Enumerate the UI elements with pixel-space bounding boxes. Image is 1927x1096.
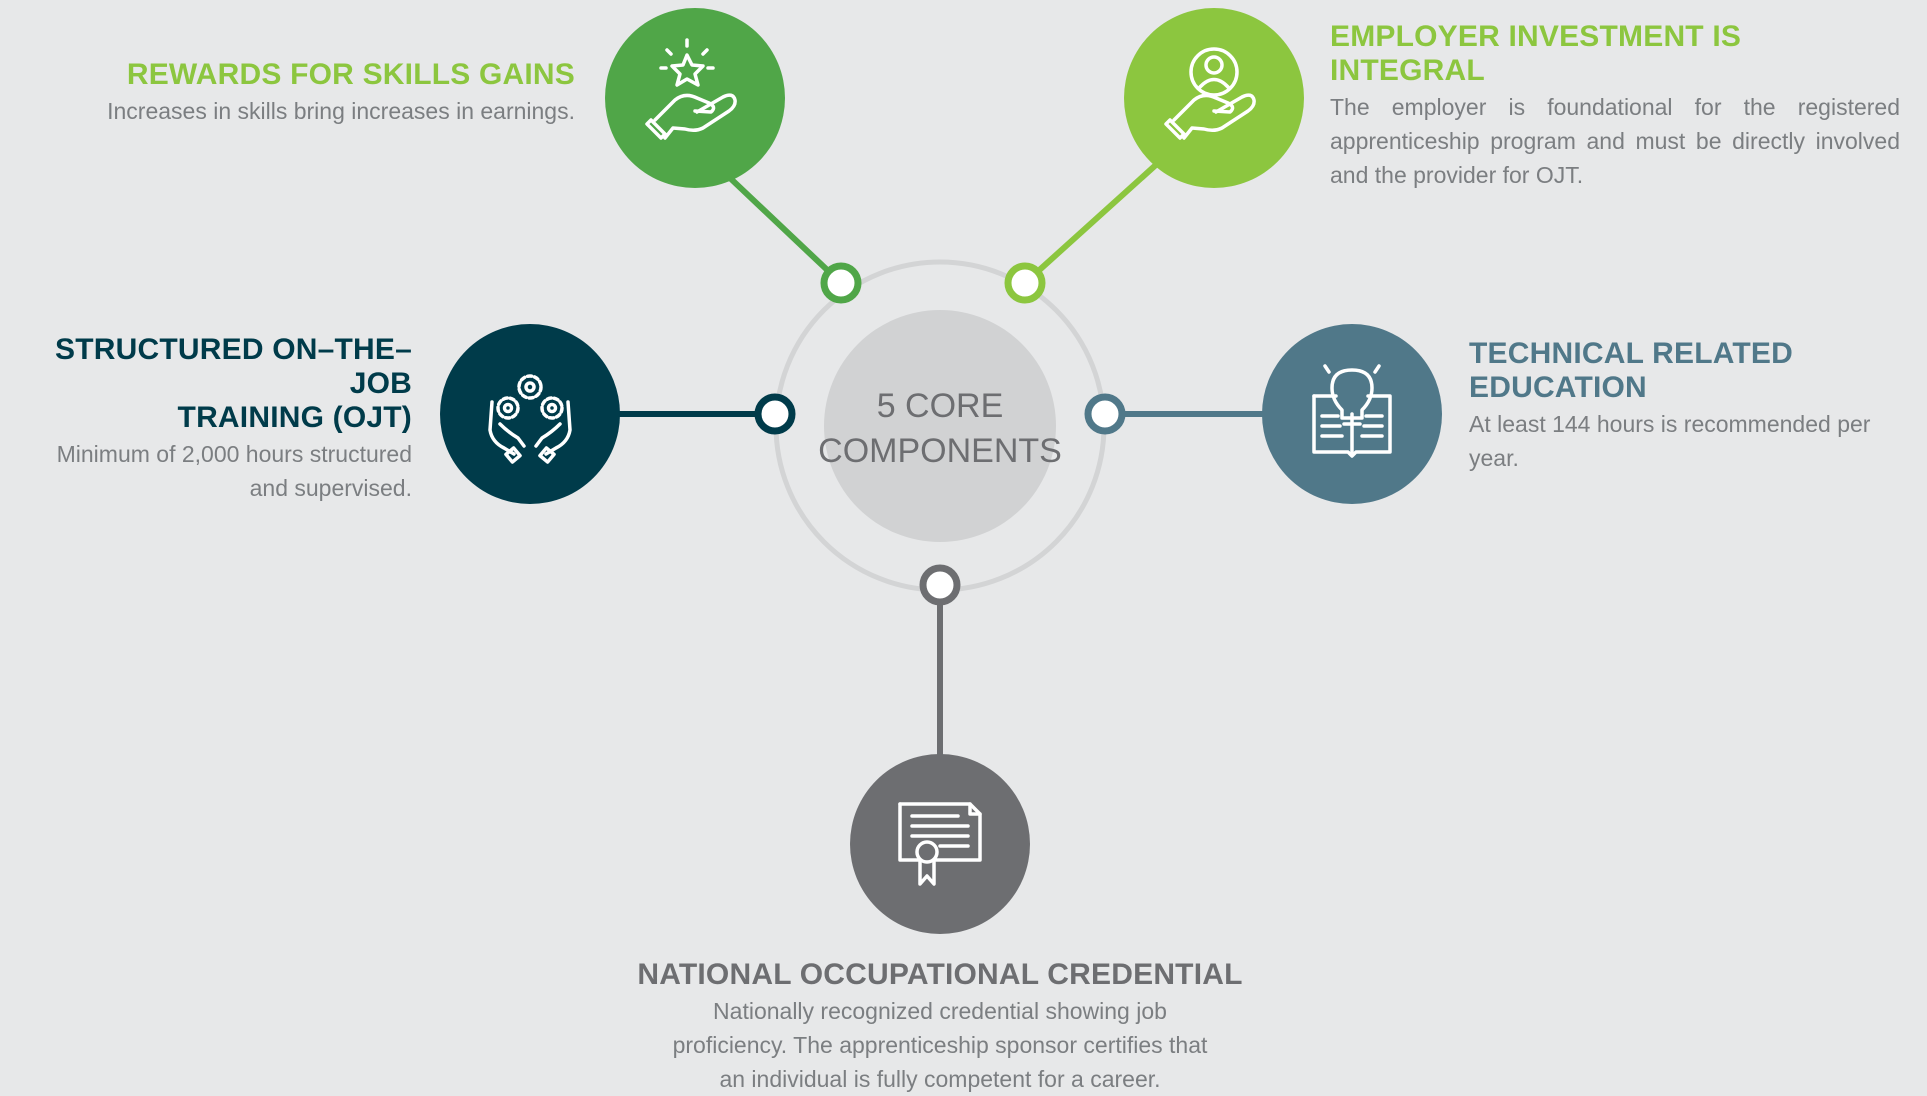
hand-star-icon [645,38,737,140]
node-employer [1004,262,1046,304]
ojt-title-line2: TRAINING (OJT) [177,401,412,434]
employer-text-block: EMPLOYER INVESTMENT IS INTEGRAL The empl… [1330,20,1900,192]
center-disc [824,310,1056,542]
node-ojt [754,393,796,435]
technical-title-line1: TECHNICAL RELATED [1469,337,1793,370]
ojt-description-line1: Minimum of 2,000 hours structured [56,441,412,467]
credential-description-line2: proficiency. The apprenticeship sponsor … [672,1032,1208,1058]
node-credential [919,564,961,606]
rewards-description: Increases in skills bring increases in e… [107,98,575,124]
circle-credential [850,754,1030,934]
credential-text-block: NATIONAL OCCUPATIONAL CREDENTIAL Nationa… [600,958,1280,1096]
center-label-line2: COMPONENTS [818,432,1062,470]
circle-ojt [440,324,620,504]
credential-description-line3: an individual is fully competent for a c… [719,1066,1161,1092]
node-technical [1084,393,1126,435]
node-rewards [820,262,862,304]
employer-title: EMPLOYER INVESTMENT IS INTEGRAL [1330,20,1742,87]
technical-text-block: TECHNICAL RELATED EDUCATION At least 144… [1469,337,1909,475]
hand-person-icon [1164,47,1256,140]
connector-employer [1022,160,1161,286]
technical-description-line1: At least 144 hours is recommended per [1469,411,1871,437]
certificate-icon [898,802,982,886]
technical-description-line2: year. [1469,445,1519,471]
ojt-title-line1: STRUCTURED ON–THE–JOB [55,333,412,400]
ojt-description-line2: and supervised. [249,475,412,501]
employer-description: The employer is foundational for the reg… [1330,94,1900,188]
ojt-text-block: STRUCTURED ON–THE–JOB TRAINING (OJT) Min… [4,333,412,505]
rewards-title: REWARDS FOR SKILLS GAINS [126,58,575,91]
center-label-line1: 5 CORE [877,387,1004,425]
credential-title: NATIONAL OCCUPATIONAL CREDENTIAL [637,958,1243,991]
book-lightbulb-icon [1312,364,1392,458]
rewards-text-block: REWARDS FOR SKILLS GAINS Increases in sk… [40,58,575,128]
credential-description-line1: Nationally recognized credential showing… [713,998,1167,1024]
connector-rewards [727,175,844,286]
technical-title-line2: EDUCATION [1469,371,1647,404]
hands-gears-icon [488,374,572,464]
